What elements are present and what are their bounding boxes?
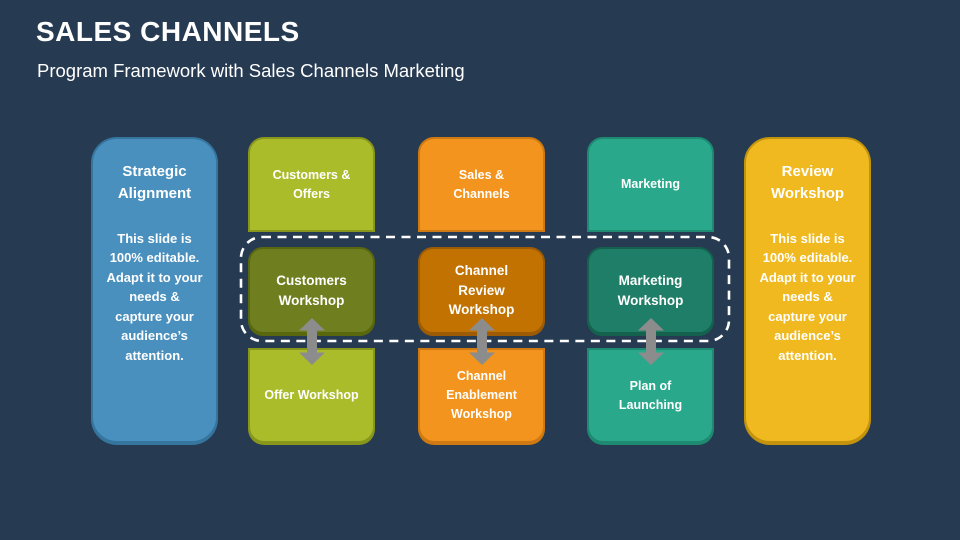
double-arrow-icon	[469, 318, 495, 365]
strategic-alignment-box: Strategic Alignment This slide is 100% e…	[91, 137, 218, 443]
review-workshop-heading: Review Workshop	[770, 163, 845, 202]
plan-of-launching-box: Plan of Launching	[587, 348, 714, 443]
sales-channels-column: Sales & Channels Channel Review Workshop…	[418, 137, 545, 443]
customers-workshop-box: Customers Workshop	[248, 247, 375, 334]
double-arrow-icon	[299, 318, 325, 365]
page-title: SALES CHANNELS	[36, 16, 300, 47]
sales-channels-box: Sales & Channels	[418, 137, 545, 232]
double-arrow-icon	[638, 318, 664, 365]
review-workshop-box: Review Workshop This slide is 100% edita…	[744, 137, 871, 443]
review-workshop-body: This slide is 100% editable. Adapt it to…	[759, 230, 856, 363]
strategic-alignment-body: This slide is 100% editable. Adapt it to…	[106, 230, 203, 363]
page-subtitle: Program Framework with Sales Channels Ma…	[37, 60, 465, 81]
customers-offers-box: Customers & Offers	[248, 137, 375, 232]
marketing-box: Marketing	[587, 137, 714, 232]
strategic-alignment-heading: Strategic Alignment	[117, 163, 192, 202]
